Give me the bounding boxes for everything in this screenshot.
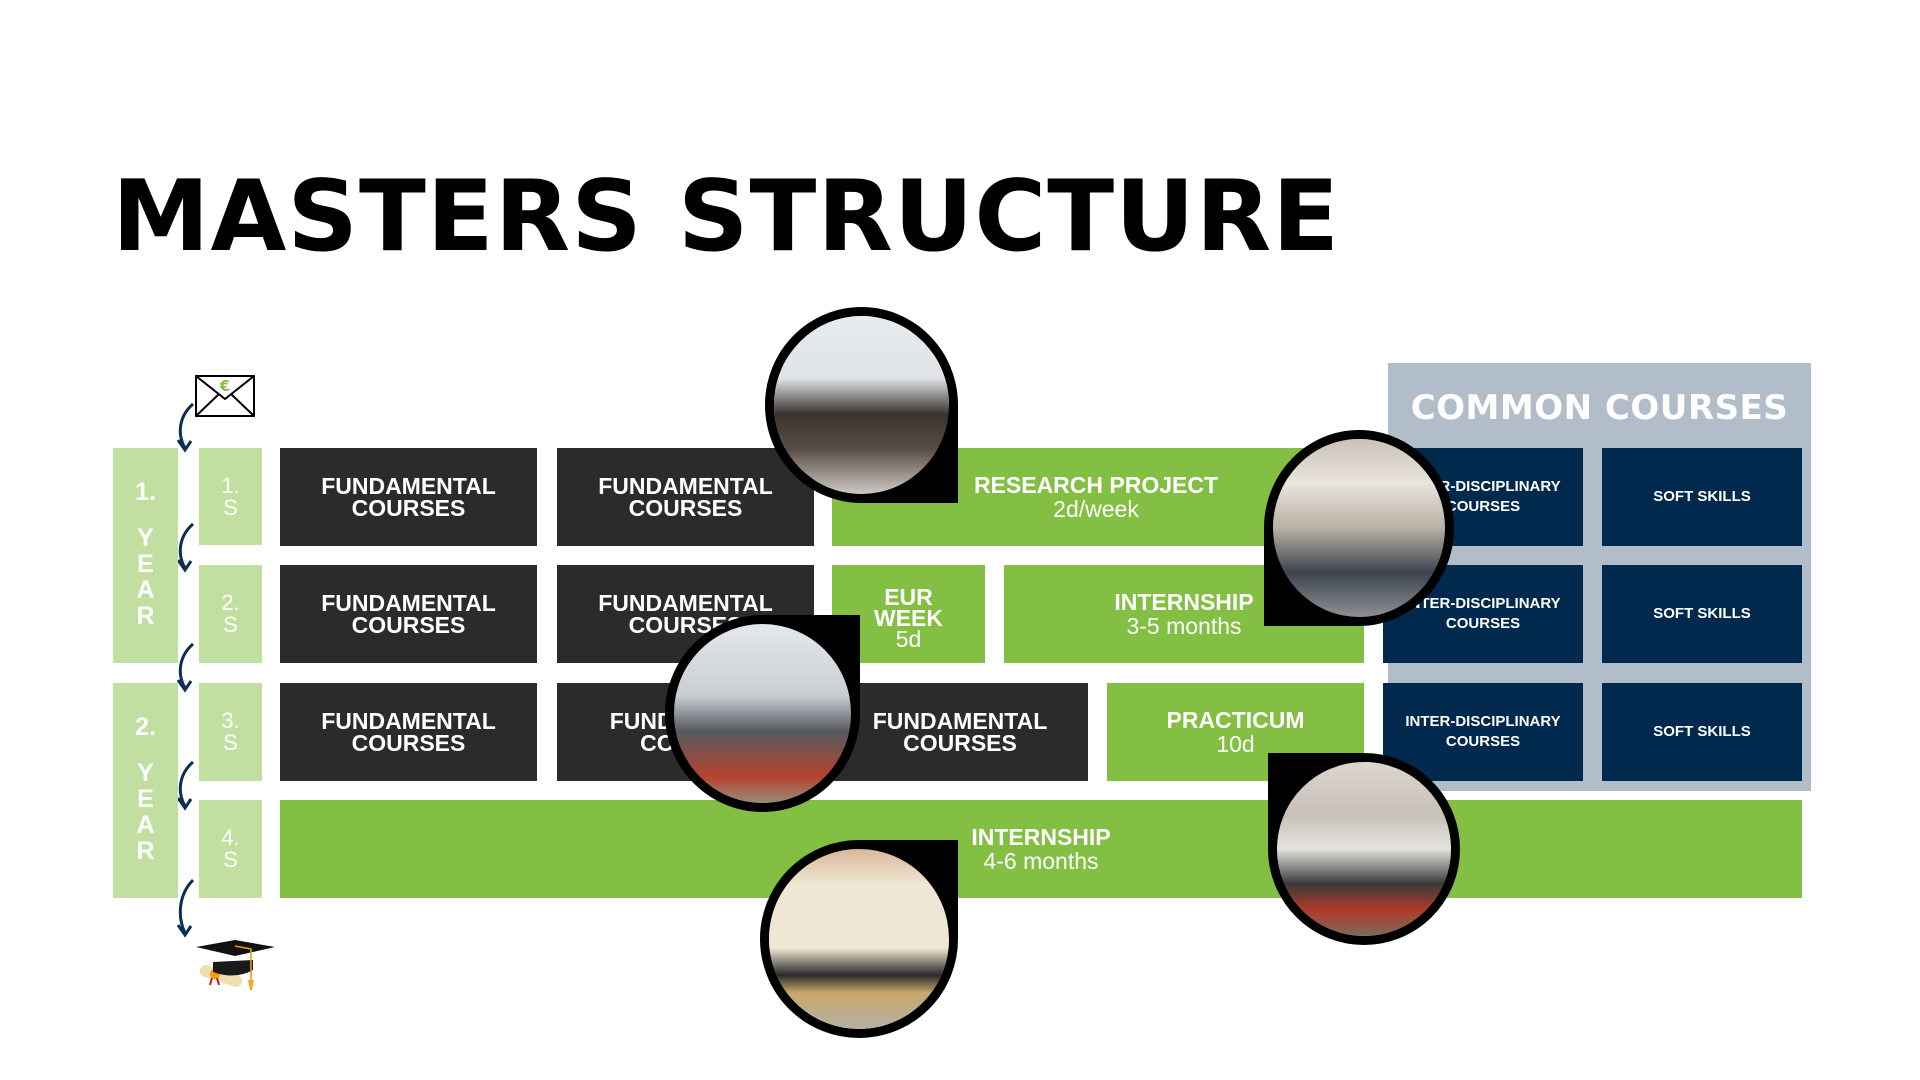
block-title: INTERNSHIP [1114, 589, 1254, 615]
block-title: INTER-DISCIPLINARY [1405, 713, 1561, 730]
semester-1-label: 1.S [199, 448, 262, 545]
common-courses-title: COMMON COURSES [1410, 388, 1789, 428]
block-title: SOFT SKILLS [1653, 488, 1751, 505]
semester-text: S [223, 847, 238, 872]
soft-skills-block: SOFT SKILLS [1602, 683, 1802, 781]
block-title: INTER-DISCIPLINARY [1405, 595, 1561, 612]
block-title: EUR [884, 583, 933, 610]
block-title: COURSES [628, 495, 743, 521]
block-duration: 10d [1216, 731, 1255, 757]
block-title: FUNDAMENTAL [321, 473, 496, 499]
semester-number: 3. [221, 708, 240, 733]
internship-long-block: INTERNSHIP 4-6 months [280, 800, 1802, 898]
block-duration: 5d [895, 625, 922, 652]
semester-number: 4. [221, 825, 240, 850]
soft-skills-block: SOFT SKILLS [1602, 565, 1802, 663]
block-title: COURSES [351, 730, 466, 756]
block-title: FUNDAMENTAL [872, 708, 1048, 734]
block-title: FUNDAMENTAL [598, 473, 773, 499]
intern-desk-photo [760, 840, 958, 1038]
arrow-icon [176, 402, 195, 453]
semester-text: S [223, 494, 238, 520]
block-title: SOFT SKILLS [1653, 723, 1751, 740]
year-number: 2. [135, 713, 156, 741]
block-title: FUNDAMENTAL [321, 590, 496, 616]
arrow-icon [176, 760, 195, 811]
semester-3-label: 3.S [199, 683, 262, 781]
svg-text:€: € [219, 377, 230, 395]
block-title: COURSES [1445, 615, 1521, 632]
year-text: YEAR [131, 524, 160, 628]
year-1-label: 1. YEAR [113, 448, 178, 663]
semester-text: S [223, 730, 238, 755]
page-title: MASTERS STRUCTURE [112, 160, 1341, 274]
semester-4-label: 4.S [199, 800, 262, 898]
semester-number: 2. [221, 590, 240, 615]
block-title: SOFT SKILLS [1653, 605, 1751, 622]
year-text: YEAR [131, 759, 160, 863]
interdisciplinary-courses-block: INTER-DISCIPLINARY COURSES [1383, 683, 1583, 781]
graduation-cap-icon [196, 940, 275, 990]
block-title: PRACTICUM [1166, 707, 1305, 733]
block-title: RESEARCH PROJECT [973, 472, 1219, 498]
semester-2-label: 2.S [199, 565, 262, 663]
block-title: COURSES [351, 495, 466, 521]
semester-text: S [223, 612, 238, 637]
arrow-icon [176, 878, 195, 938]
year-number: 1. [135, 478, 156, 506]
block-title: COURSES [351, 612, 466, 638]
soft-skills-block: SOFT SKILLS [1602, 448, 1802, 546]
arrow-icon [176, 642, 195, 693]
semester-number: 1. [221, 472, 240, 498]
classroom-lab-photo [1268, 753, 1460, 945]
block-duration: 2d/week [1053, 496, 1139, 522]
university-genova-photo [1264, 430, 1454, 626]
block-title: COURSES [1445, 498, 1521, 515]
block-title: FUNDAMENTAL [598, 590, 773, 616]
envelope-euro-icon: € [195, 375, 255, 417]
block-title: INTERNSHIP [971, 824, 1111, 850]
lab-visit-photo [665, 615, 860, 812]
year-2-label: 2. YEAR [113, 683, 178, 898]
block-title: COURSES [903, 730, 1017, 756]
arrow-icon [176, 522, 195, 573]
block-title: WEEK [874, 604, 943, 631]
block-duration: 4-6 months [983, 848, 1099, 874]
block-title: COURSES [1445, 733, 1521, 750]
group-photo [765, 307, 958, 503]
block-title: FUNDAMENTAL [321, 708, 496, 734]
block-duration: 3-5 months [1126, 613, 1242, 639]
